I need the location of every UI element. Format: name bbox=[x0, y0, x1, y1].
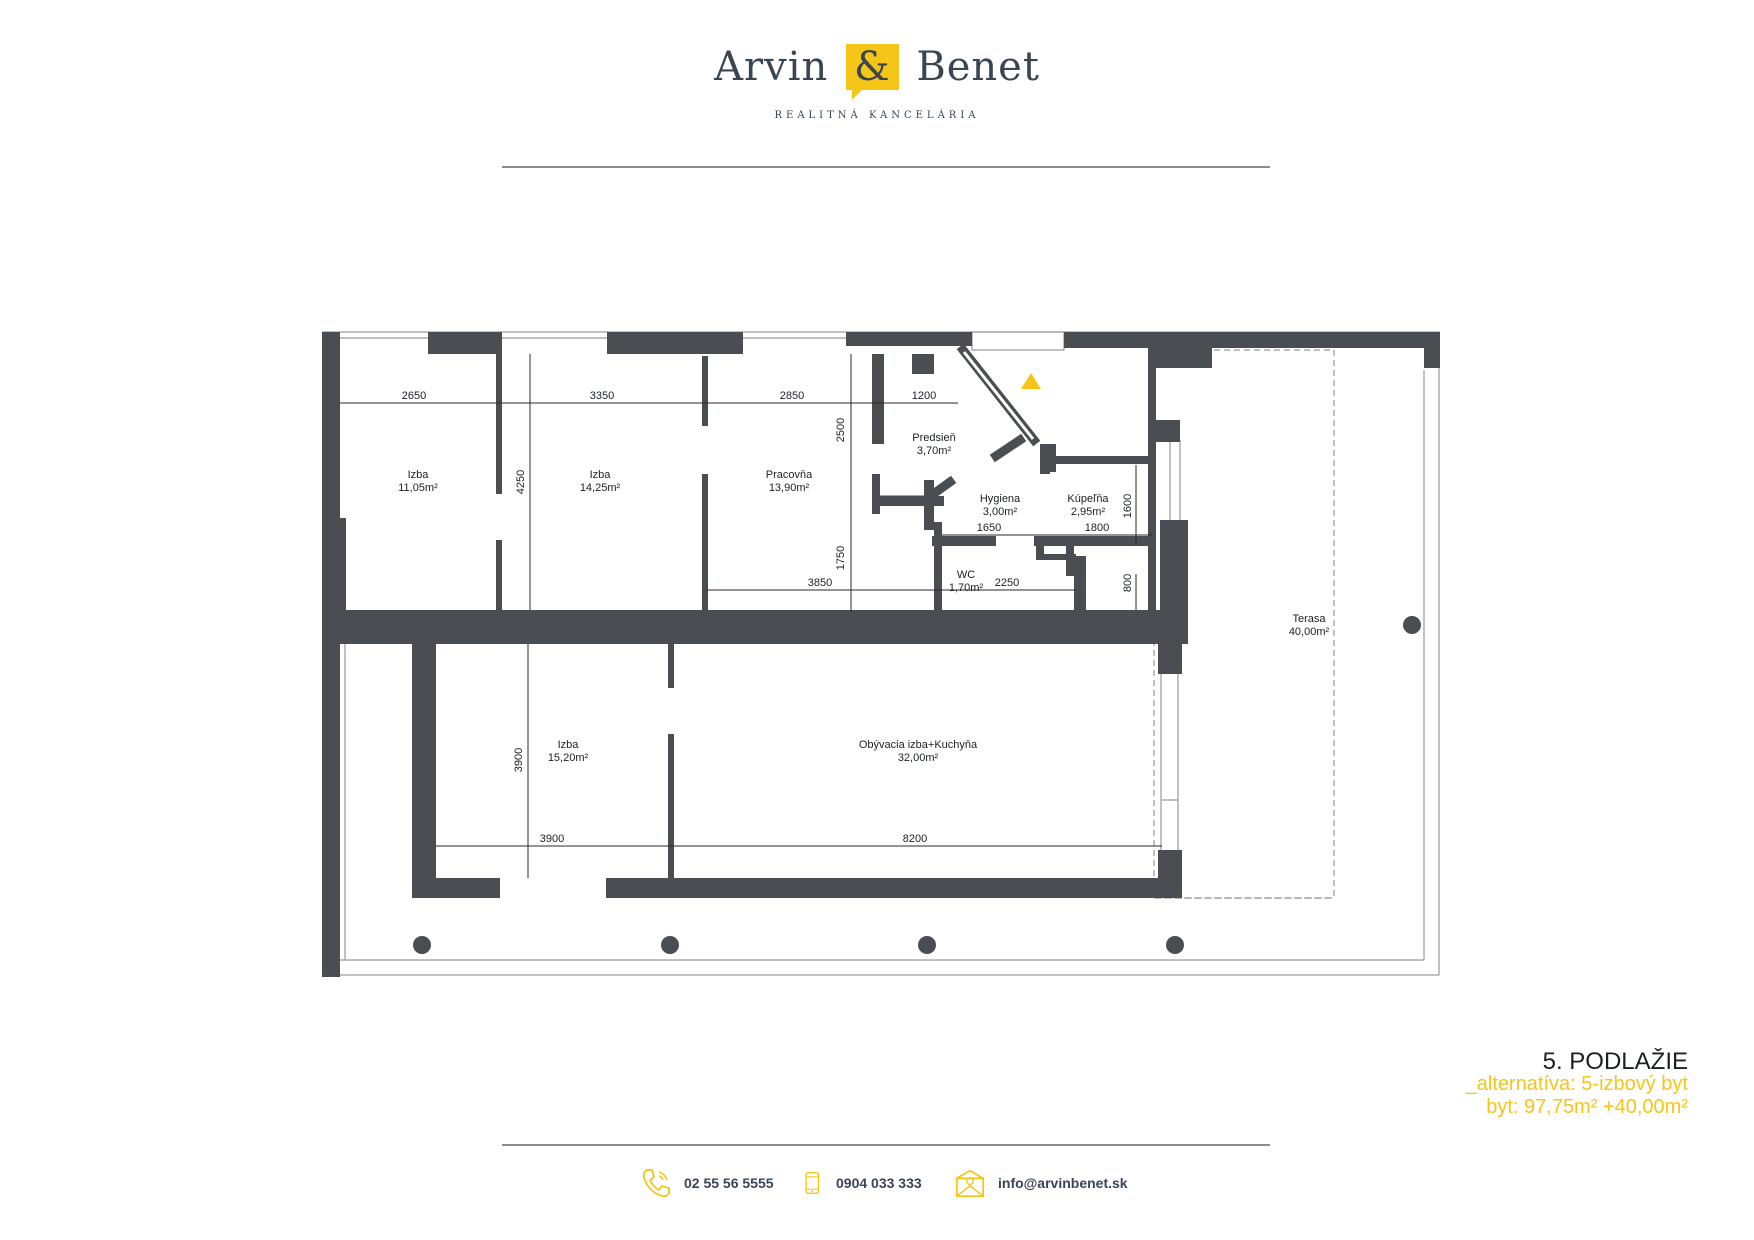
floor-title: 5. PODLAŽIE bbox=[1542, 1048, 1688, 1075]
dimension-label: 3350 bbox=[590, 390, 614, 402]
brand-tagline: REALITNÁ KANCELÁRIA bbox=[774, 110, 980, 121]
brand-name: Arvin & Benet bbox=[0, 44, 1754, 100]
dimension-lines bbox=[340, 354, 1162, 878]
phone-icon bbox=[642, 1169, 670, 1198]
dimension-label: 2850 bbox=[780, 390, 804, 402]
plan-diagonal-walls bbox=[879, 343, 1041, 505]
room-area: 15,20m² bbox=[548, 752, 589, 764]
mobile-icon bbox=[805, 1172, 820, 1194]
room-area: 13,90m² bbox=[769, 482, 810, 494]
room-name: Kúpeľňa bbox=[1067, 493, 1109, 505]
plan-columns bbox=[413, 616, 1421, 954]
contact-email[interactable]: info@arvinbenet.sk bbox=[954, 1164, 1128, 1202]
brand-name-right: Benet bbox=[916, 44, 1040, 90]
room-name: WC bbox=[957, 569, 975, 581]
room-name: Izba bbox=[558, 739, 580, 751]
footer-divider bbox=[502, 1144, 1270, 1146]
email-address: info@arvinbenet.sk bbox=[998, 1175, 1128, 1191]
dimension-label: 1600 bbox=[1122, 494, 1134, 518]
floor-info: 5. PODLAŽIE _alternatíva: 5-izbový byt b… bbox=[1466, 1050, 1688, 1119]
room-area: 32,00m² bbox=[898, 752, 939, 764]
contact-mobile[interactable]: 0904 033 333 bbox=[802, 1164, 922, 1202]
dimension-label: 1800 bbox=[1085, 522, 1109, 534]
room-name: Hygiena bbox=[980, 493, 1021, 505]
room-area: 2,95m² bbox=[1071, 506, 1106, 518]
dimension-label: 2500 bbox=[835, 418, 847, 442]
brand-ampersand: & bbox=[845, 44, 899, 100]
room-name: Obývacia izba+Kuchyňa bbox=[859, 739, 978, 751]
room-area: 11,05m² bbox=[398, 482, 438, 494]
dimension-label: 800 bbox=[1122, 574, 1134, 592]
dimension-label: 3900 bbox=[540, 833, 564, 845]
floor-variant: _alternatíva: 5-izbový byt bbox=[1465, 1073, 1688, 1095]
contact-phone[interactable]: 02 55 56 5555 bbox=[640, 1164, 774, 1202]
dimension-label: 1200 bbox=[912, 390, 936, 402]
dimension-label: 3900 bbox=[513, 748, 525, 772]
dimension-label: 4250 bbox=[515, 470, 527, 494]
phone-number: 02 55 56 5555 bbox=[684, 1175, 774, 1191]
entrance-marker-icon bbox=[1021, 373, 1041, 389]
room-labels: Izba 11,05m² Izba 14,25m² Pracovňa 13,90… bbox=[398, 432, 1329, 764]
room-area: 40,00m² bbox=[1289, 626, 1330, 638]
header-divider bbox=[502, 166, 1270, 168]
brand-name-left: Arvin bbox=[714, 44, 829, 90]
room-area: 1,70m² bbox=[949, 582, 984, 594]
dimension-label: 2250 bbox=[995, 577, 1019, 589]
room-name: Pracovňa bbox=[766, 469, 813, 481]
room-area: 3,70m² bbox=[917, 445, 952, 457]
email-icon bbox=[955, 1169, 985, 1198]
dimension-label: 1750 bbox=[835, 546, 847, 570]
dimension-label: 2650 bbox=[402, 390, 426, 402]
room-area: 14,25m² bbox=[580, 482, 621, 494]
plan-walls bbox=[322, 332, 1440, 977]
room-name: Terasa bbox=[1292, 613, 1326, 625]
mobile-number: 0904 033 333 bbox=[836, 1175, 922, 1191]
dimension-label: 1650 bbox=[977, 522, 1001, 534]
room-area: 3,00m² bbox=[983, 506, 1018, 518]
dimension-label: 3850 bbox=[808, 577, 832, 589]
contact-bar: 02 55 56 5555 0904 033 333 info@arvinben… bbox=[0, 1164, 1754, 1202]
dimension-label: 8200 bbox=[903, 833, 927, 845]
room-name: Izba bbox=[408, 469, 430, 481]
floor-area: byt: 97,75m² +40,00m² bbox=[1486, 1096, 1688, 1118]
room-name: Izba bbox=[590, 469, 612, 481]
dimension-labels: 2650 3350 2850 1200 2500 4250 1750 3850 … bbox=[402, 390, 1134, 845]
plan-diagonal-window bbox=[962, 351, 1035, 440]
room-name: Predsieň bbox=[912, 432, 955, 444]
brand-logo: Arvin & Benet REALITNÁ KANCELÁRIA bbox=[0, 44, 1754, 121]
